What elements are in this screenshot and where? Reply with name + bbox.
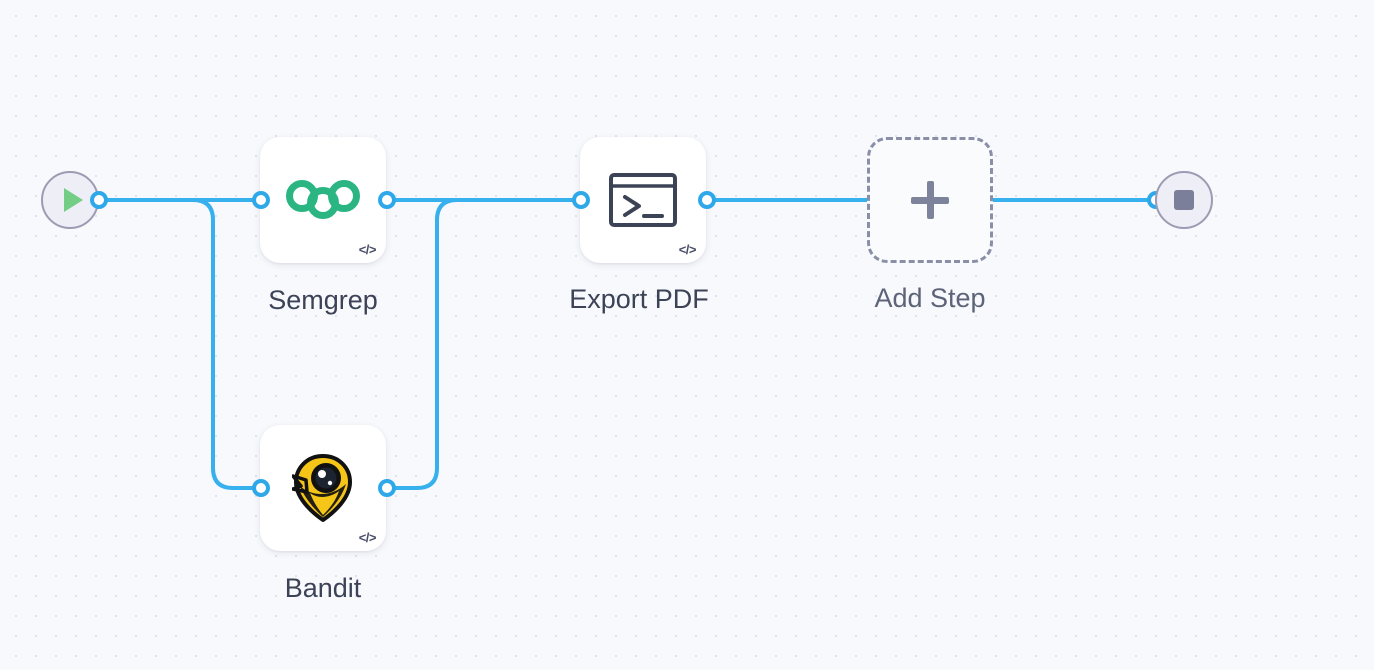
- code-badge-icon: </>: [358, 242, 377, 257]
- add-step-button[interactable]: [867, 137, 993, 263]
- semgrep-output-port[interactable]: [378, 191, 396, 209]
- step-label-semgrep: Semgrep: [268, 285, 378, 315]
- bandit-logo-icon: [292, 454, 352, 522]
- export-pdf-output-port[interactable]: [698, 191, 716, 209]
- plus-icon: [911, 181, 949, 219]
- start-node-output-port[interactable]: [90, 191, 108, 209]
- stop-icon: [1174, 190, 1194, 210]
- terminal-icon: [609, 173, 677, 227]
- bandit-input-port[interactable]: [252, 479, 270, 497]
- code-badge-icon: </>: [358, 530, 377, 545]
- end-node[interactable]: [1155, 171, 1213, 229]
- step-label-bandit: Bandit: [284, 573, 362, 603]
- code-badge-icon: </>: [678, 242, 697, 257]
- export-pdf-input-port[interactable]: [572, 191, 590, 209]
- edge-bandit-to-exportpdf: [385, 198, 582, 490]
- bandit-output-port[interactable]: [378, 479, 396, 497]
- play-icon: [63, 188, 83, 212]
- semgrep-logo-icon: [286, 180, 360, 219]
- semgrep-input-port[interactable]: [252, 191, 270, 209]
- step-label-export-pdf: Export PDF: [569, 284, 709, 314]
- step-node-semgrep[interactable]: </>: [260, 137, 386, 263]
- step-node-export-pdf[interactable]: </>: [580, 137, 706, 263]
- edge-start-to-bandit: [97, 198, 263, 490]
- step-node-bandit[interactable]: </>: [260, 425, 386, 551]
- start-node[interactable]: [41, 171, 99, 229]
- add-step-label: Add Step: [874, 283, 986, 313]
